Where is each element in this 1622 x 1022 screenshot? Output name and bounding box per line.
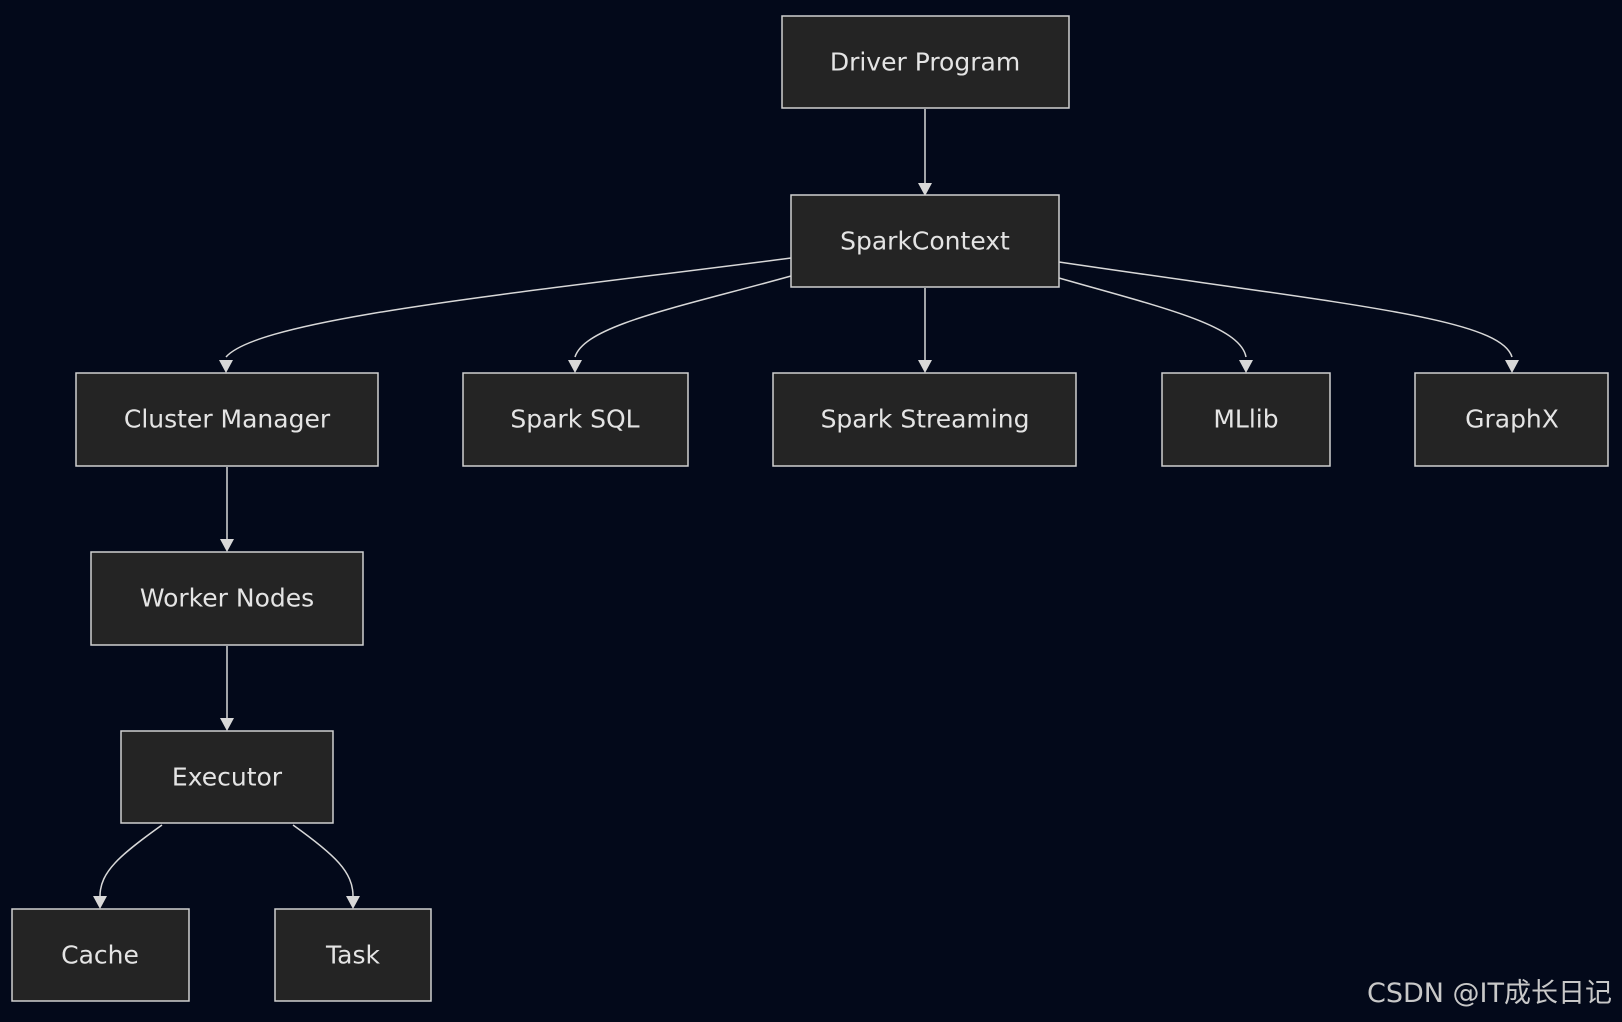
node-label: Driver Program: [830, 48, 1020, 77]
node-executor: Executor: [120, 730, 334, 824]
node-spark-streaming: Spark Streaming: [772, 372, 1077, 467]
node-cache: Cache: [11, 908, 190, 1002]
arrow-head-sparkcontext: [918, 183, 932, 196]
arrow-head-spark-streaming: [918, 360, 932, 373]
arrow-head-spark-sql: [568, 360, 582, 373]
arrow-head-cache: [93, 896, 107, 909]
node-cluster-manager: Cluster Manager: [75, 372, 379, 467]
node-spark-context: SparkContext: [790, 194, 1060, 288]
arrow-head-task: [346, 896, 360, 909]
node-label: Spark Streaming: [821, 405, 1030, 434]
node-mllib: MLlib: [1161, 372, 1331, 467]
edge-sparkcontext-to-graphx: [1058, 261, 1513, 358]
arrow-head-executor: [220, 718, 234, 731]
node-graphx: GraphX: [1414, 372, 1609, 467]
arrow-heads: [93, 183, 1519, 909]
arrow-head-worker-nodes: [220, 539, 234, 552]
arrow-head-graphx: [1505, 360, 1519, 373]
node-label: SparkContext: [840, 227, 1010, 256]
node-worker-nodes: Worker Nodes: [90, 551, 364, 646]
watermark: CSDN @IT成长日记: [1366, 978, 1612, 1009]
edges: [99, 109, 1513, 897]
node-label: Spark SQL: [510, 405, 639, 434]
edge-executor-to-task: [292, 824, 354, 897]
node-label: MLlib: [1213, 405, 1278, 434]
node-spark-sql: Spark SQL: [462, 372, 689, 467]
node-driver-program: Driver Program: [781, 15, 1070, 109]
arrow-head-cluster-manager: [219, 360, 233, 373]
node-label: GraphX: [1465, 405, 1559, 434]
arrow-head-mllib: [1239, 360, 1253, 373]
edge-sparkcontext-to-mllib: [1058, 277, 1247, 358]
edge-executor-to-cache: [99, 824, 163, 897]
node-label: Executor: [172, 763, 283, 792]
node-label: Worker Nodes: [140, 584, 314, 613]
node-label: Cache: [61, 941, 139, 970]
node-label: Cluster Manager: [124, 405, 331, 434]
edge-sparkcontext-to-spark-sql: [574, 275, 792, 358]
node-label: Task: [325, 941, 380, 970]
edge-sparkcontext-to-cluster-manager: [225, 257, 792, 358]
node-task: Task: [274, 908, 432, 1002]
